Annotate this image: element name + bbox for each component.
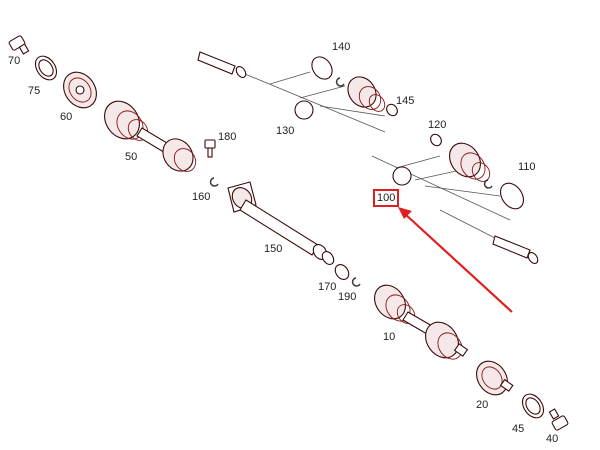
boot-50 bbox=[104, 100, 197, 172]
highlight-box bbox=[373, 189, 399, 207]
washer-45 bbox=[521, 393, 545, 419]
callout-150: 150 bbox=[264, 243, 282, 255]
callout-190: 190 bbox=[338, 291, 356, 303]
callout-75: 75 bbox=[28, 85, 40, 97]
callout-20: 20 bbox=[476, 399, 488, 411]
callout-130: 130 bbox=[276, 125, 294, 137]
callout-50: 50 bbox=[125, 151, 137, 163]
bolt-180 bbox=[204, 139, 216, 158]
shaft-10 bbox=[374, 284, 469, 360]
joint-20 bbox=[476, 360, 514, 396]
callout-100: 100 bbox=[377, 192, 395, 204]
callout-160: 160 bbox=[192, 191, 210, 203]
callout-60: 60 bbox=[60, 111, 72, 123]
callout-110: 110 bbox=[518, 161, 536, 173]
callout-40: 40 bbox=[546, 433, 558, 445]
grease-sachet-130 bbox=[294, 100, 314, 120]
repair-kit-upper bbox=[197, 51, 398, 133]
joint-60 bbox=[63, 71, 97, 109]
callout-145: 145 bbox=[396, 95, 414, 107]
callout-180: 180 bbox=[218, 131, 236, 143]
callout-170: 170 bbox=[318, 281, 336, 293]
clip-160 bbox=[209, 177, 219, 187]
pointer-arrow bbox=[398, 207, 513, 313]
callout-70: 70 bbox=[8, 55, 20, 67]
callout-140: 140 bbox=[332, 41, 350, 53]
bolt-70 bbox=[8, 35, 30, 55]
shaft-150 bbox=[227, 181, 335, 265]
ring-170 bbox=[334, 264, 350, 280]
washer-75 bbox=[34, 55, 58, 81]
callout-120: 120 bbox=[428, 119, 446, 131]
clip-190 bbox=[351, 277, 361, 287]
repair-kit-lower bbox=[371, 133, 539, 264]
callout-10: 10 bbox=[383, 331, 395, 343]
bolt-40 bbox=[548, 408, 569, 431]
callout-45: 45 bbox=[512, 423, 524, 435]
grease-sachet-100 bbox=[392, 166, 412, 186]
